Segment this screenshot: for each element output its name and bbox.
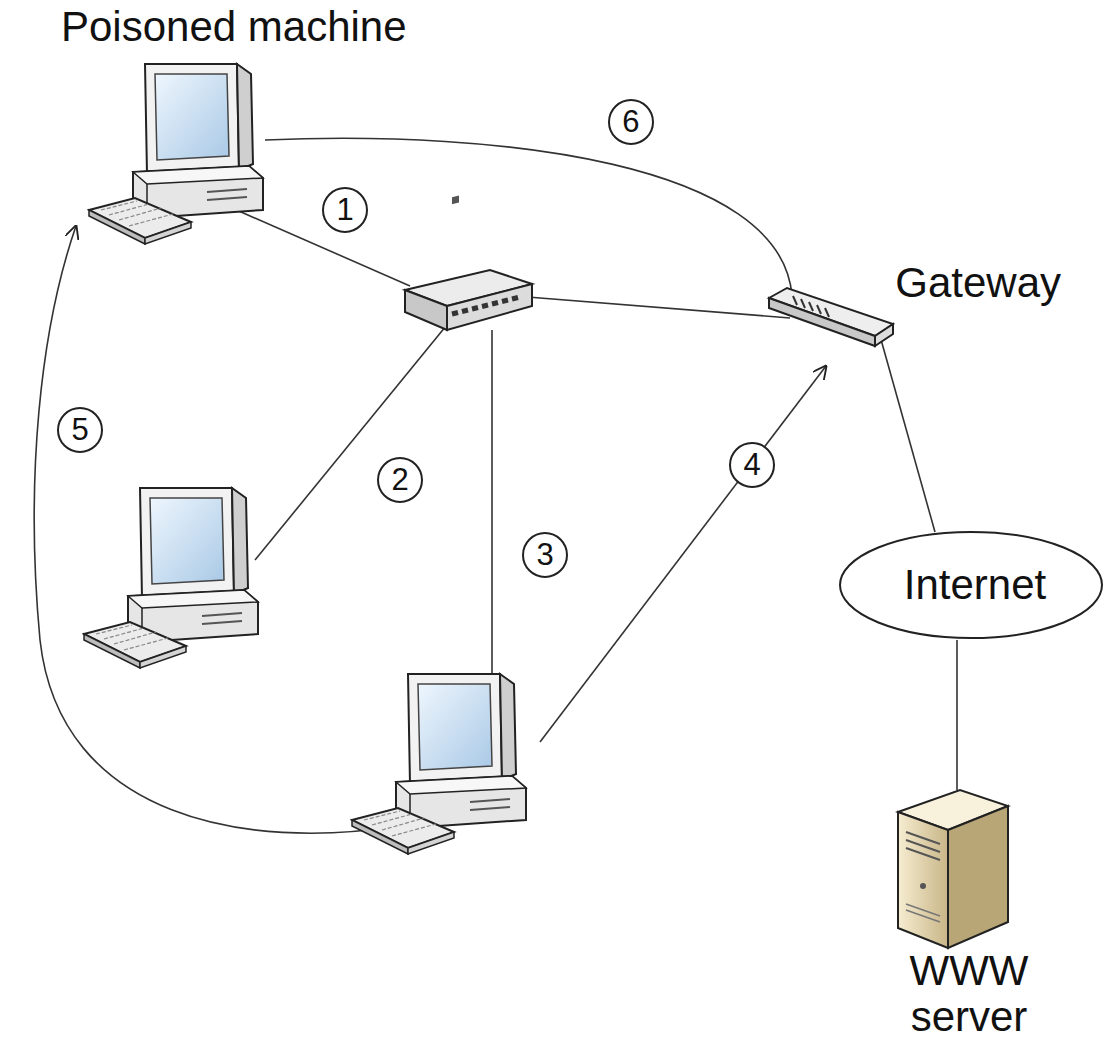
gateway-icon	[765, 280, 895, 370]
callout-number: 6	[608, 99, 654, 145]
callout-number: 5	[57, 407, 103, 453]
callout-number: 4	[729, 442, 775, 488]
node-label: Poisoned machine	[61, 4, 407, 50]
www-server: WWW server	[880, 772, 1058, 1044]
server-icon	[890, 782, 1020, 952]
internet-cloud: Internet	[838, 530, 1106, 640]
computer-icon	[87, 60, 277, 250]
callout-number: 3	[522, 532, 568, 578]
network-link	[265, 138, 792, 296]
node-label: WWW server	[880, 948, 1058, 1040]
node-label: Gateway	[895, 260, 1061, 306]
network-link	[880, 336, 935, 532]
gateway-device: Gateway	[765, 258, 1065, 350]
callout-number: 1	[322, 187, 368, 233]
network-link	[956, 640, 958, 790]
callout-number: 2	[377, 457, 423, 503]
node-label: Internet	[838, 562, 1106, 608]
